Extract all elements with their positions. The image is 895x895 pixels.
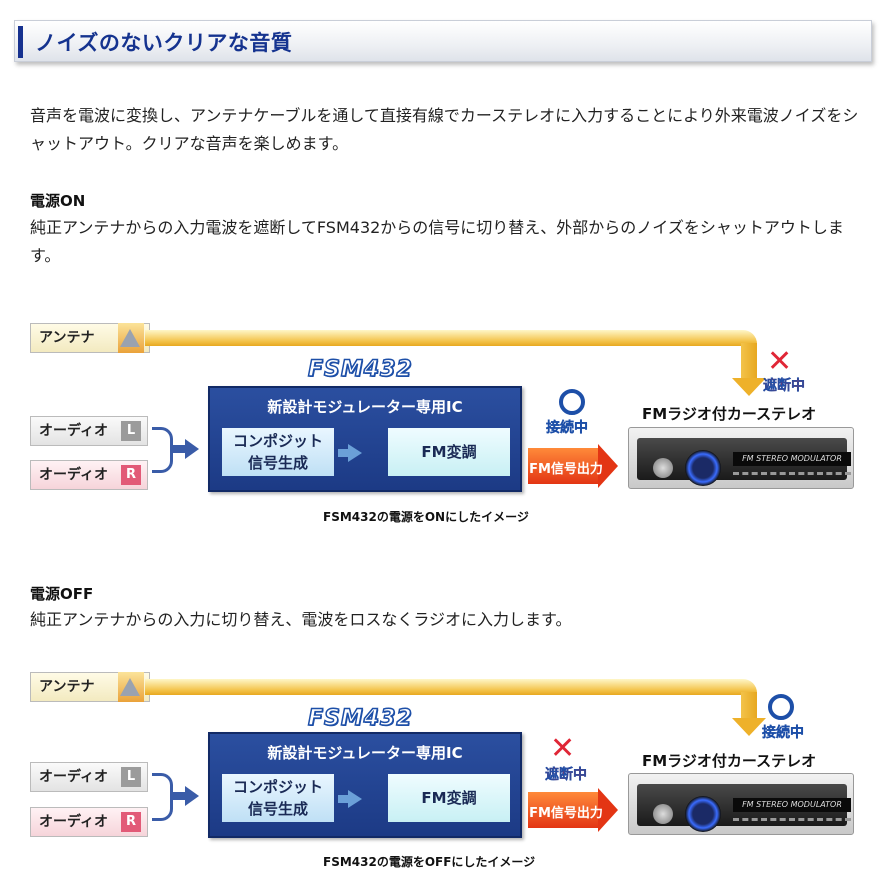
fm-modulation-block: FM変調: [388, 774, 510, 822]
ic-arrow-icon: [348, 790, 362, 808]
stereo-display: FM STEREO MODULATOR: [733, 452, 851, 466]
antenna-signal-arrowhead: [732, 718, 766, 736]
ic-block: 新設計モジュレーター専用IC コンポジット 信号生成 FM変調: [208, 732, 522, 838]
cut-cross-icon: ✕: [767, 344, 793, 379]
antenna-icon: [120, 329, 140, 347]
section-heading-off: 電源OFF: [30, 585, 94, 603]
antenna-signal-arrowhead: [732, 378, 766, 396]
section-heading-on: 電源ON: [30, 192, 86, 210]
stereo-display: FM STEREO MODULATOR: [733, 798, 851, 812]
header-accent-bar: [18, 26, 23, 58]
volume-knob-icon: [685, 450, 721, 486]
fsm432-logo: FSM432: [307, 356, 413, 383]
fm-output-arrow: [528, 448, 598, 484]
audio-l-label: オーディオ: [39, 769, 109, 785]
ic-title: 新設計モジュレーター専用IC: [267, 744, 463, 762]
diagram-power-off: アンテナ 接続中 FSM432 オーディオ L オーディオ R 新設計モジュレー…: [30, 672, 870, 887]
antenna-icon: [120, 678, 140, 696]
composite-block: コンポジット 信号生成: [222, 428, 334, 476]
connected-ring-icon: [768, 694, 794, 720]
small-knob-icon: [653, 458, 673, 478]
fm-output-label: FM信号出力: [529, 806, 603, 821]
audio-l-box: オーディオ L: [30, 762, 148, 792]
ic-arrow-stem: [338, 449, 350, 457]
fm-output-label: FM信号出力: [529, 462, 603, 477]
audio-l-label: オーディオ: [39, 423, 109, 439]
antenna-label: アンテナ: [39, 330, 95, 346]
audio-r-tag: R: [121, 465, 141, 485]
audio-l-box: オーディオ L: [30, 416, 148, 446]
section-text-on: 純正アンテナからの入力電波を遮断してFSM432からの信号に切り替え、外部からの…: [30, 218, 844, 265]
ic-arrow-stem: [338, 795, 350, 803]
page-title: ノイズのないクリアな音質: [35, 31, 293, 55]
radio-title: FMラジオ付カーステレオ: [642, 752, 817, 770]
stereo-face: FM STEREO MODULATOR: [637, 784, 851, 832]
cut-cross-icon: ✕: [550, 731, 576, 766]
antenna-status: 接続中: [762, 725, 804, 741]
audio-arrow-stem: [173, 792, 187, 800]
antenna-signal-drop: [741, 343, 757, 379]
small-knob-icon: [653, 804, 673, 824]
antenna-status: 遮断中: [763, 378, 805, 394]
ic-block: 新設計モジュレーター専用IC コンポジット 信号生成 FM変調: [208, 386, 522, 492]
diagram-caption-on: FSM432の電源をONにしたイメージ: [323, 510, 529, 524]
ic-arrow-icon: [348, 444, 362, 462]
audio-merge-bracket: [152, 773, 173, 821]
fm-output-arrow: [528, 792, 598, 828]
audio-r-label: オーディオ: [39, 814, 109, 830]
antenna-label: アンテナ: [39, 679, 95, 695]
audio-l-tag: L: [121, 421, 141, 441]
stereo-buttons: [733, 818, 851, 825]
ic-title: 新設計モジュレーター専用IC: [267, 398, 463, 416]
output-status: 遮断中: [545, 767, 587, 783]
audio-arrow-icon: [185, 786, 199, 806]
car-stereo-image: FM STEREO MODULATOR: [628, 427, 854, 489]
audio-r-label: オーディオ: [39, 467, 109, 483]
fm-output-arrowhead: [598, 788, 618, 832]
output-status: 接続中: [546, 420, 588, 436]
audio-merge-bracket: [152, 427, 173, 473]
radio-title: FMラジオ付カーステレオ: [642, 405, 817, 423]
composite-label: コンポジット 信号生成: [232, 432, 323, 472]
composite-label: コンポジット 信号生成: [232, 778, 323, 818]
antenna-signal-line: [145, 679, 757, 695]
stereo-face: FM STEREO MODULATOR: [637, 438, 851, 486]
fm-modulation-block: FM変調: [388, 428, 510, 476]
audio-l-tag: L: [121, 767, 141, 787]
antenna-signal-drop: [741, 692, 757, 720]
car-stereo-image: FM STEREO MODULATOR: [628, 773, 854, 835]
diagram-power-on: アンテナ ✕ 遮断中 FSM432 オーディオ L オーディオ R 新設計モジュ…: [30, 323, 870, 538]
audio-r-box: オーディオ R: [30, 807, 148, 837]
connected-ring-icon: [559, 389, 585, 415]
audio-r-tag: R: [121, 812, 141, 832]
section-header: ノイズのないクリアな音質: [14, 20, 872, 62]
audio-r-box: オーディオ R: [30, 460, 148, 490]
fm-output-arrowhead: [598, 444, 618, 488]
composite-block: コンポジット 信号生成: [222, 774, 334, 822]
volume-knob-icon: [685, 796, 721, 832]
intro-text: 音声を電波に変換し、アンテナケーブルを通して直接有線でカーステレオに入力すること…: [30, 106, 859, 153]
diagram-caption-off: FSM432の電源をOFFにしたイメージ: [323, 855, 536, 869]
section-text-off: 純正アンテナからの入力に切り替え、電波をロスなくラジオに入力します。: [30, 610, 572, 629]
fsm432-logo: FSM432: [307, 705, 413, 732]
audio-arrow-stem: [173, 445, 187, 453]
antenna-signal-line: [145, 330, 757, 346]
audio-arrow-icon: [185, 439, 199, 459]
stereo-buttons: [733, 472, 851, 479]
